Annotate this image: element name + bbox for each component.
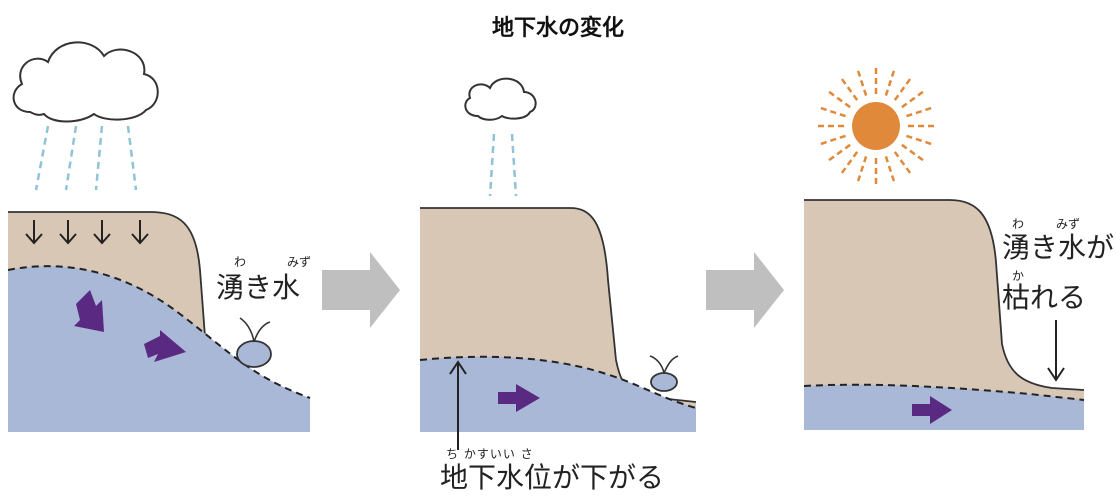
transition-arrow-icon	[706, 252, 784, 328]
sun-ray	[825, 88, 851, 109]
ruby-ka: か	[1012, 269, 1025, 283]
down-arrow-icon	[25, 220, 43, 245]
up-arrow-icon	[449, 360, 467, 450]
water-table-line	[7, 265, 311, 399]
sun-ray	[855, 156, 868, 186]
sun-ray	[893, 75, 914, 101]
flow-arrow-icon	[74, 290, 104, 332]
transition-arrow-icon	[322, 252, 400, 328]
sun-icon	[852, 102, 900, 150]
sun-ray	[855, 66, 868, 96]
sun-ray	[884, 66, 897, 96]
rain-icon	[488, 133, 518, 197]
sun-ray	[884, 156, 897, 186]
diagram-title: 地下水の変化	[491, 16, 624, 41]
panel-less-rain	[419, 77, 697, 450]
down-arrow-icon	[131, 220, 149, 245]
down-arrow-icon	[93, 220, 111, 245]
ruby-mizu-3: みず	[1056, 217, 1081, 231]
spring-label: 湧き水	[216, 271, 301, 304]
down-arrow-icon	[59, 220, 77, 245]
sun-ray	[901, 88, 927, 109]
water-level-label: 地下水位が下がる	[440, 461, 665, 494]
water-level-ruby: ち かすいい さ	[446, 447, 534, 461]
small-cloud-icon	[464, 77, 537, 121]
flow-arrow-icon	[912, 396, 952, 424]
ruby-wa-3: わ	[1012, 217, 1025, 231]
sun-ray	[816, 105, 846, 118]
ruby-wa: わ	[234, 255, 247, 269]
water-table-line	[803, 383, 1085, 401]
infiltration-arrows	[25, 220, 149, 245]
sun-rays	[814, 64, 938, 188]
flow-arrow-icon	[144, 330, 186, 362]
ground-surface	[8, 211, 207, 351]
spring-dry-line2: 枯れる	[1002, 281, 1087, 314]
spring-icon	[649, 355, 679, 392]
ground-surface	[804, 199, 1085, 391]
rain-icon	[34, 125, 138, 191]
sun-ray	[838, 75, 859, 101]
cloud-icon	[12, 41, 159, 123]
sun-ray	[906, 134, 936, 147]
sun-ray	[906, 105, 936, 118]
sun-ray	[901, 143, 927, 164]
ground-layer	[804, 200, 1084, 430]
sun-ray	[825, 143, 851, 164]
flow-arrow-icon	[498, 384, 540, 412]
spring-icon	[236, 317, 272, 368]
sun-ray	[893, 151, 914, 177]
sun-ray	[838, 151, 859, 177]
water-table-line	[419, 355, 697, 409]
groundwater-layer	[420, 356, 696, 432]
spring-dry-line1: 湧き水が	[1002, 231, 1115, 264]
flow-arrows	[74, 290, 186, 362]
panel-rain	[7, 41, 311, 432]
ruby-mizu: みず	[287, 255, 312, 269]
panel-drought	[803, 64, 1085, 430]
sun-ray	[816, 134, 846, 147]
down-arrow-icon	[1047, 320, 1065, 382]
